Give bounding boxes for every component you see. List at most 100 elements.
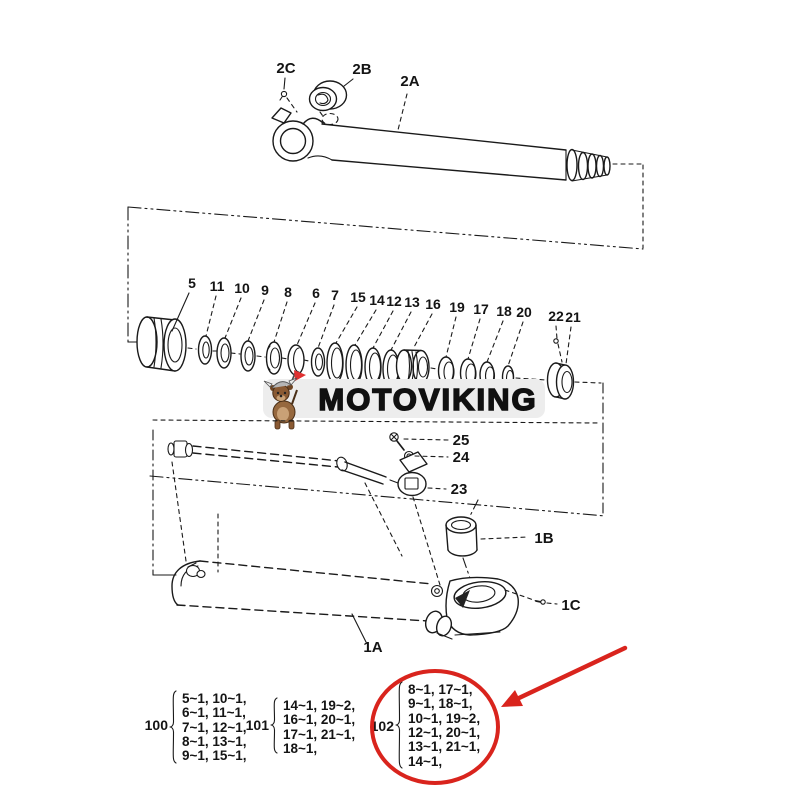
group-row: 12~1, 20~1, xyxy=(408,725,480,740)
construction-line xyxy=(469,499,479,517)
pipe-line xyxy=(192,452,339,468)
part-group-101: 101 14~1, 19~2, 16~1, 20~1, 17~1, 21~1, … xyxy=(246,697,355,756)
part-group-102: 102 8~1, 17~1, 9~1, 18~1, 10~1, 19~2, 12… xyxy=(371,681,480,769)
group-row: 13~1, 21~1, xyxy=(408,739,480,754)
valve-part-23 xyxy=(389,451,428,497)
leader-line xyxy=(319,111,326,120)
part-label-5: 5 xyxy=(188,275,196,291)
group-row: 18~1, xyxy=(283,741,317,756)
group-id: 100 xyxy=(145,717,169,733)
group-row: 8~1, 17~1, xyxy=(408,682,473,697)
part-label-22: 22 xyxy=(548,308,564,324)
part-label-23: 23 xyxy=(451,481,468,498)
rod-cap-part-2b xyxy=(308,80,348,112)
part-label-17: 17 xyxy=(473,301,489,317)
part-label-21: 21 xyxy=(565,309,581,325)
part-label-19: 19 xyxy=(449,299,465,315)
seal-part-6 xyxy=(287,344,305,376)
gland-part-5 xyxy=(136,316,187,372)
part-label-14: 14 xyxy=(369,292,385,308)
leader-line xyxy=(286,97,298,113)
construction-line xyxy=(171,461,187,562)
group-row: 5~1, 10~1, xyxy=(182,691,247,706)
watermark-badge: MOTOVIKING xyxy=(263,370,545,430)
cylinder-tube-part-1a xyxy=(199,560,433,585)
group-id: 101 xyxy=(246,717,270,733)
group-row: 8~1, 13~1, xyxy=(182,734,247,749)
group-brace xyxy=(169,690,177,764)
badge-background xyxy=(263,379,545,418)
pipe-elbow xyxy=(341,469,384,485)
seal-ring-part-8 xyxy=(265,341,283,375)
pin-part-22 xyxy=(553,338,559,344)
cylinder-tube-part-1a xyxy=(176,604,429,622)
part-label-9: 9 xyxy=(261,282,269,298)
highlight-ellipse xyxy=(370,669,500,785)
part-label-16: 16 xyxy=(425,296,441,312)
seal-ring-part-9 xyxy=(240,340,256,372)
bushing-part-1b xyxy=(445,516,478,557)
highlight-arrow-head xyxy=(501,690,523,707)
part-label-7: 7 xyxy=(331,287,339,303)
group-brace xyxy=(270,697,278,754)
seal-row xyxy=(136,316,602,400)
retaining-pin-part-2c xyxy=(279,90,288,101)
watermark-text: MOTOVIKING xyxy=(318,382,537,417)
group-row: 9~1, 18~1, xyxy=(408,696,473,711)
construction-line xyxy=(364,482,403,557)
clevis-eye xyxy=(424,576,519,640)
leader-line xyxy=(403,438,449,441)
leader-line xyxy=(283,77,286,90)
bushing-part-21 xyxy=(546,362,575,400)
part-label-2b: 2B xyxy=(352,61,371,78)
tube-head-cap xyxy=(171,560,206,606)
group-row: 7~1, 12~1, xyxy=(182,720,247,735)
part-label-2a: 2A xyxy=(400,73,419,90)
group-id: 102 xyxy=(371,718,395,734)
seal-ring-part-15 xyxy=(326,342,344,384)
leader-lines xyxy=(205,295,572,367)
leader-line xyxy=(414,455,449,458)
seal-ring-part-10 xyxy=(216,337,232,369)
seal-ring-part-11 xyxy=(197,335,213,365)
seal-callouts: 5 11 10 9 8 6 7 15 14 12 13 16 19 17 18 … xyxy=(171,275,581,367)
group-row: 16~1, 20~1, xyxy=(283,712,355,727)
part-group-lists: 100 5~1, 10~1, 6~1, 11~1, 7~1, 12~1, 8~1… xyxy=(145,681,480,769)
group-row: 17~1, 21~1, xyxy=(283,727,355,742)
part-label-8: 8 xyxy=(284,284,292,300)
part-label-13: 13 xyxy=(404,294,420,310)
pipe-line xyxy=(192,445,341,462)
mascot-logo xyxy=(263,370,306,430)
part-label-15: 15 xyxy=(350,289,366,305)
cylinder-assembly: 1A 1B 1C xyxy=(171,499,581,656)
construction-line xyxy=(412,496,441,586)
part-label-20: 20 xyxy=(516,304,532,320)
pipe-assembly: 25 24 23 xyxy=(167,432,470,586)
part-label-1b: 1B xyxy=(534,530,553,547)
pipe-elbow xyxy=(344,461,387,478)
group-row: 14~1, xyxy=(408,754,442,769)
highlight-arrow-shaft xyxy=(516,645,628,701)
part-group-100: 100 5~1, 10~1, 6~1, 11~1, 7~1, 12~1, 8~1… xyxy=(145,690,247,764)
part-label-6: 6 xyxy=(312,285,320,301)
leader-line xyxy=(427,487,447,490)
axis-dashes xyxy=(187,347,602,384)
highlight-annotation xyxy=(370,645,628,785)
rod-eye xyxy=(271,107,339,162)
leader-line xyxy=(171,292,190,332)
leader-line xyxy=(397,93,408,131)
part-label-25: 25 xyxy=(453,432,470,449)
part-label-11: 11 xyxy=(210,278,225,294)
group-brace xyxy=(395,681,403,769)
group-row: 10~1, 19~2, xyxy=(408,711,480,726)
seal-ring-part-7 xyxy=(310,347,326,377)
part-label-1c: 1C xyxy=(561,597,580,614)
pipe-end-fitting xyxy=(167,440,194,458)
part-label-12: 12 xyxy=(386,293,402,309)
group-row: 6~1, 11~1, xyxy=(182,705,246,720)
group-row: 14~1, 19~2, xyxy=(283,698,355,713)
part-label-2c: 2C xyxy=(276,60,295,77)
group-row: 9~1, 15~1, xyxy=(182,748,247,763)
part-label-1a: 1A xyxy=(363,639,382,656)
